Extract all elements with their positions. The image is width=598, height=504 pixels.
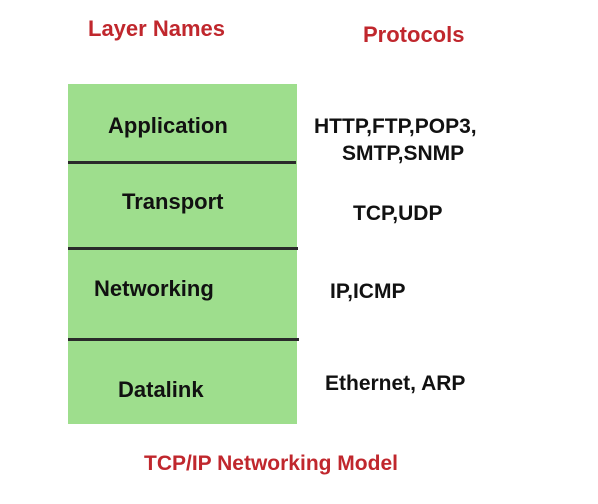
layer-application: Application — [108, 113, 228, 138]
layer-datalink: Datalink — [118, 377, 204, 402]
protocols-networking: IP,ICMP — [330, 280, 406, 303]
protocols-application-line1: HTTP,FTP,POP3, — [314, 115, 477, 138]
layer-names-heading: Layer Names — [88, 16, 225, 41]
protocols-datalink: Ethernet, ARP — [325, 372, 466, 395]
protocols-heading: Protocols — [363, 22, 465, 47]
layer-divider — [68, 338, 299, 341]
protocols-application-line2: SMTP,SNMP — [342, 142, 465, 165]
layer-divider — [68, 247, 298, 250]
protocols-transport: TCP,UDP — [353, 202, 443, 225]
layer-transport: Transport — [122, 189, 224, 214]
diagram-caption: TCP/IP Networking Model — [144, 452, 398, 475]
layer-divider — [68, 161, 296, 164]
layer-networking: Networking — [94, 276, 214, 301]
layer-stack — [68, 84, 297, 424]
